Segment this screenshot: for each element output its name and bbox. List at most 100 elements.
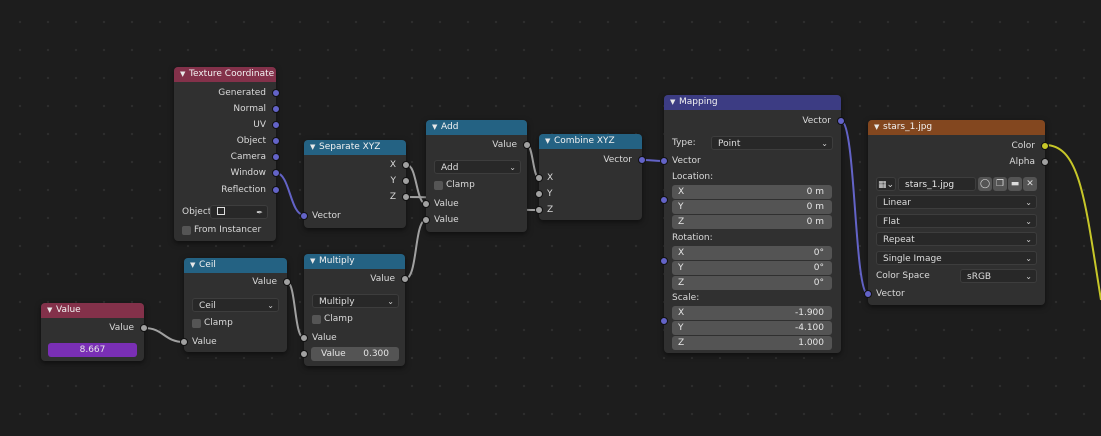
socket-window[interactable] xyxy=(272,169,280,177)
axis-label: Y xyxy=(678,323,684,333)
socket-z-in[interactable] xyxy=(535,206,543,214)
fake-user-icon[interactable]: ◯ xyxy=(978,177,992,191)
socket-vector-out[interactable] xyxy=(837,117,845,125)
object-picker[interactable]: ✒ xyxy=(210,205,268,219)
source-dropdown[interactable]: Single Image⌄ xyxy=(876,251,1037,265)
input-vector: Vector xyxy=(876,289,905,299)
node-image-texture[interactable]: ▼stars_1.jpg Color Alpha ▦⌄ stars_1.jpg … xyxy=(864,120,1049,305)
clamp-checkbox[interactable] xyxy=(434,181,443,190)
node-title: stars_1.jpg xyxy=(883,122,933,132)
node-combine-xyz[interactable]: ▼Combine XYZ Vector X Y Z xyxy=(535,134,646,220)
socket-value-out[interactable] xyxy=(523,141,531,149)
node-header[interactable]: ▼Separate XYZ xyxy=(304,140,406,155)
socket-value-in-2[interactable] xyxy=(300,350,308,358)
socket-generated[interactable] xyxy=(272,89,280,97)
node-multiply[interactable]: ▼Multiply Value Multiply⌄ Clamp Value Va… xyxy=(300,254,409,366)
socket-reflection[interactable] xyxy=(272,186,280,194)
cube-icon xyxy=(217,207,225,215)
socket-value-in[interactable] xyxy=(180,338,188,346)
socket-x-in[interactable] xyxy=(535,174,543,182)
chevron-down-icon[interactable]: ▼ xyxy=(47,306,53,314)
image-browse-icon[interactable]: ▦⌄ xyxy=(876,177,896,191)
socket-x[interactable] xyxy=(402,161,410,169)
node-header[interactable]: ▼Combine XYZ xyxy=(539,134,642,149)
socket-alpha-out[interactable] xyxy=(1041,158,1049,166)
chevron-down-icon[interactable]: ▼ xyxy=(670,98,676,106)
socket-vector-in[interactable] xyxy=(660,157,668,165)
chevron-down-icon[interactable]: ▼ xyxy=(310,143,316,151)
socket-color-out[interactable] xyxy=(1041,142,1049,150)
node-header[interactable]: ▼stars_1.jpg xyxy=(868,120,1045,135)
image-name-field[interactable]: stars_1.jpg xyxy=(898,177,976,191)
duplicate-icon[interactable]: ❐ xyxy=(993,177,1007,191)
socket-value-out[interactable] xyxy=(401,275,409,283)
node-title: Mapping xyxy=(679,97,718,107)
node-mapping[interactable]: ▼Mapping Vector Type: Point⌄ Vector Loca… xyxy=(660,95,845,353)
interpolation-dropdown[interactable]: Linear⌄ xyxy=(876,195,1037,209)
socket-normal[interactable] xyxy=(272,105,280,113)
input-value-2: Value xyxy=(434,215,459,225)
close-icon[interactable]: ✕ xyxy=(1023,177,1037,191)
chevron-down-icon[interactable]: ▼ xyxy=(432,123,438,131)
node-header[interactable]: ▼Multiply xyxy=(304,254,405,269)
from-instancer-checkbox[interactable] xyxy=(182,226,191,235)
scale-x-field[interactable]: X-1.900 xyxy=(672,306,832,320)
color-space-dropdown[interactable]: sRGB⌄ xyxy=(960,269,1037,283)
socket-z[interactable] xyxy=(402,193,410,201)
chevron-down-icon[interactable]: ▼ xyxy=(190,261,196,269)
node-header[interactable]: ▼Ceil xyxy=(184,258,287,273)
value-field[interactable]: 8.667 xyxy=(48,343,137,357)
chevron-down-icon[interactable]: ▼ xyxy=(180,70,186,78)
node-texture-coordinate[interactable]: ▼Texture Coordinate Generated Normal UV … xyxy=(174,67,280,241)
chevron-down-icon[interactable]: ▼ xyxy=(545,137,551,145)
socket-value-out[interactable] xyxy=(140,324,148,332)
output-vector: Vector xyxy=(802,116,831,126)
input-x: X xyxy=(547,173,554,183)
socket-value-in-1[interactable] xyxy=(422,200,430,208)
socket-vector-out[interactable] xyxy=(638,156,646,164)
socket-rotation-in[interactable] xyxy=(660,257,668,265)
node-ceil[interactable]: ▼Ceil Value Ceil⌄ Clamp Value xyxy=(180,258,291,352)
socket-location-in[interactable] xyxy=(660,196,668,204)
node-header[interactable]: ▼Add xyxy=(426,120,527,135)
socket-scale-in[interactable] xyxy=(660,317,668,325)
socket-object[interactable] xyxy=(272,137,280,145)
socket-value-out[interactable] xyxy=(283,278,291,286)
socket-value-in-1[interactable] xyxy=(300,334,308,342)
socket-camera[interactable] xyxy=(272,153,280,161)
node-header[interactable]: ▼Texture Coordinate xyxy=(174,67,276,82)
socket-vector-in[interactable] xyxy=(864,290,872,298)
operation-dropdown[interactable]: Multiply⌄ xyxy=(312,294,399,308)
projection-dropdown[interactable]: Flat⌄ xyxy=(876,214,1037,228)
node-value[interactable]: ▼Value Value 8.667 xyxy=(41,303,148,361)
chevron-down-icon[interactable]: ▼ xyxy=(310,257,316,265)
socket-uv[interactable] xyxy=(272,121,280,129)
output-value: Value xyxy=(492,140,517,150)
socket-y[interactable] xyxy=(402,177,410,185)
operation-dropdown[interactable]: Add⌄ xyxy=(434,160,521,174)
node-header[interactable]: ▼Value xyxy=(41,303,144,318)
socket-y-in[interactable] xyxy=(535,190,543,198)
socket-vector-in[interactable] xyxy=(300,212,308,220)
socket-value-in-2[interactable] xyxy=(422,216,430,224)
eyedropper-icon[interactable]: ✒ xyxy=(256,208,263,217)
operation-dropdown[interactable]: Ceil⌄ xyxy=(192,298,279,312)
clamp-checkbox[interactable] xyxy=(192,319,201,328)
clamp-checkbox[interactable] xyxy=(312,315,321,324)
node-header[interactable]: ▼Mapping xyxy=(664,95,841,110)
extension-dropdown[interactable]: Repeat⌄ xyxy=(876,232,1037,246)
node-separate-xyz[interactable]: ▼Separate XYZ X Y Z Vector xyxy=(300,140,410,228)
folder-icon[interactable]: ▬ xyxy=(1008,177,1022,191)
node-add[interactable]: ▼Add Value Add⌄ Clamp Value Value xyxy=(422,120,531,232)
type-dropdown[interactable]: Point⌄ xyxy=(711,136,833,150)
scale-y-field[interactable]: Y-4.100 xyxy=(672,321,832,335)
chevron-down-icon[interactable]: ▼ xyxy=(874,123,880,131)
